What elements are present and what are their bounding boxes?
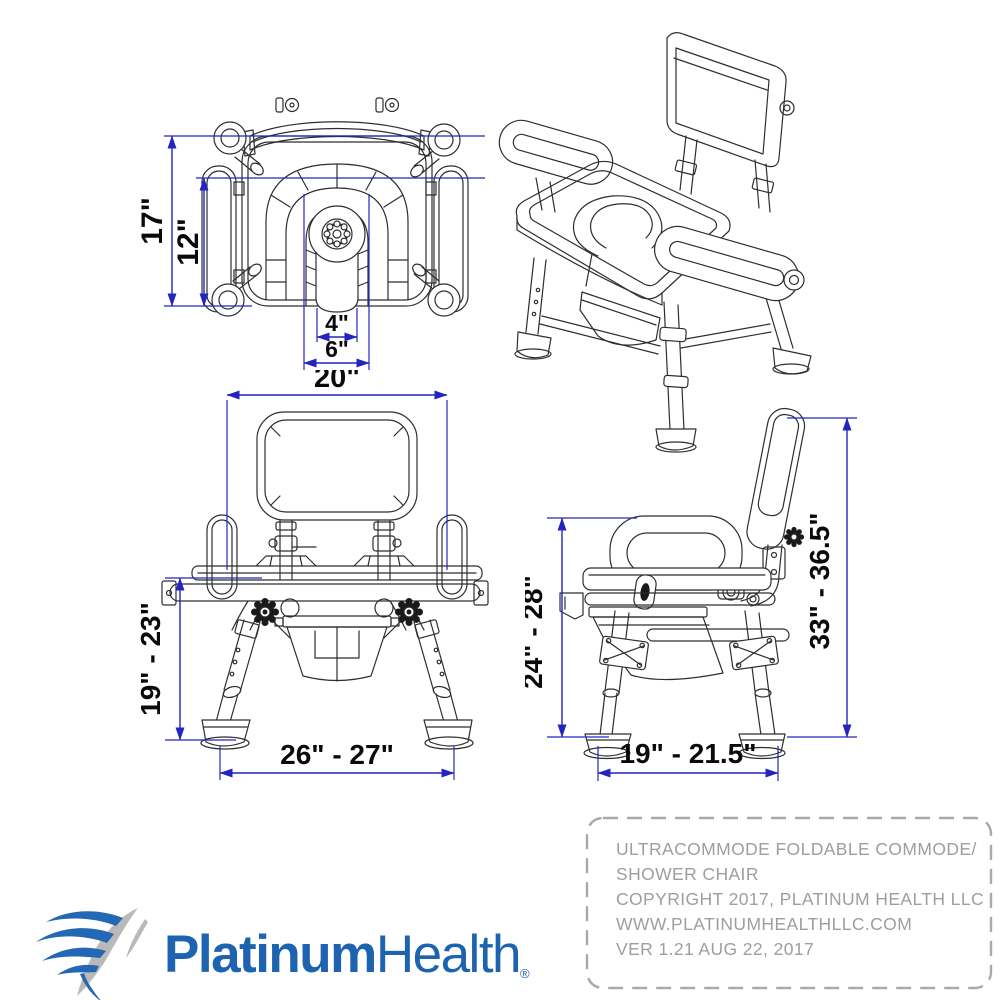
dim-label-armrest-height: 24" - 28"	[525, 575, 548, 689]
dashed-border	[585, 816, 993, 990]
isometric-chair	[498, 32, 812, 453]
dim-label-cutout-inner: 4"	[325, 310, 349, 336]
product-info-text: ULTRACOMMODE FOLDABLE COMMODE/ SHOWER CH…	[616, 837, 984, 962]
top-view-drawing: 17" 12" 4" 6"	[140, 97, 485, 370]
isometric-view-drawing	[498, 32, 812, 453]
logo-wordmark: PlatinumHealth®	[164, 924, 530, 985]
caster-bottom-right	[412, 263, 461, 317]
dim-label-base-depth: 19" - 21.5"	[619, 738, 756, 769]
dim-label-seat-height: 19" - 23"	[140, 602, 166, 716]
dim-label-overall-height: 33" - 36.5"	[804, 512, 835, 649]
seat-adjust-knob-top	[308, 205, 366, 263]
logo-text-platinum: Platinum	[164, 924, 377, 984]
info-line-copyright: COPYRIGHT 2017, PLATINUM HEALTH LLC	[616, 889, 984, 909]
logo-text-health: Health	[375, 924, 522, 984]
front-view-chair	[161, 411, 489, 750]
right-star-knob	[395, 598, 423, 626]
dim-label-seat-width: 20"	[314, 370, 360, 394]
top-view-chair	[201, 97, 469, 317]
left-star-knob	[251, 598, 279, 626]
side-view-drawing: 24" - 28" 33" - 36.5" 19" - 21.5"	[525, 407, 857, 781]
top-view-dimensions: 17" 12" 4" 6"	[140, 135, 485, 370]
dim-label-top-outer-depth: 17"	[140, 197, 169, 245]
side-view-dimensions: 24" - 28" 33" - 36.5" 19" - 21.5"	[525, 417, 857, 781]
side-star-knob	[783, 526, 805, 548]
wing-logo-icon	[36, 908, 148, 1000]
caster-top-right	[410, 123, 461, 178]
dim-label-cutout-outer: 6"	[325, 336, 349, 362]
front-view-dimensions: 20" 19" - 23" 26" - 27"	[140, 370, 455, 780]
side-view-chair	[559, 407, 806, 760]
product-info-box: ULTRACOMMODE FOLDABLE COMMODE/ SHOWER CH…	[585, 816, 993, 990]
iso-left-armrest	[498, 119, 614, 185]
info-line-website: WWW.PLATINUMHEALTHLLC.COM	[616, 914, 913, 934]
dim-label-top-inner-depth: 12"	[172, 218, 205, 266]
front-view-drawing: 20" 19" - 23" 26" - 27"	[140, 370, 489, 780]
info-line-product2: SHOWER CHAIR	[616, 864, 759, 884]
caster-top-left	[213, 121, 264, 176]
info-line-version: VER 1.21 AUG 22, 2017	[616, 939, 815, 959]
caster-bottom-left	[211, 263, 262, 317]
registered-trademark-symbol: ®	[520, 965, 530, 981]
platinum-health-logo: PlatinumHealth®	[26, 906, 530, 1000]
info-line-product: ULTRACOMMODE FOLDABLE COMMODE/	[616, 839, 977, 859]
dim-label-base-width: 26" - 27"	[280, 739, 394, 770]
